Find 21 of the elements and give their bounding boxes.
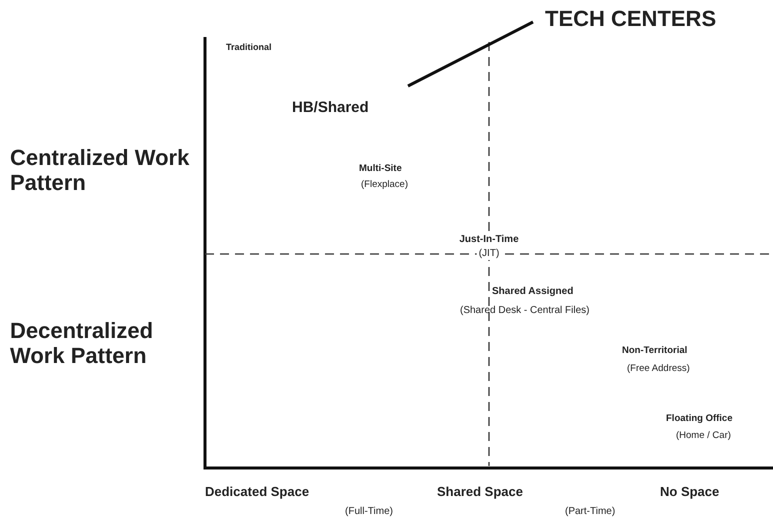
category-label: TECH CENTERS <box>545 6 716 32</box>
axis-tick-label: No Space <box>660 485 720 500</box>
quadrant-label: Traditional <box>226 42 272 52</box>
category-note: (Shared Desk - Central Files) <box>460 305 590 316</box>
category-label: HB/Shared <box>292 99 369 116</box>
category-note: (Flexplace) <box>361 180 408 191</box>
category-label: Just-In-Time <box>457 234 521 246</box>
category-note: (Home / Car) <box>676 431 731 442</box>
axis-title: Centralized Work Pattern <box>10 145 190 196</box>
axis-title: Decentralized Work Pattern <box>10 318 154 369</box>
category-label: Non-Territorial <box>622 346 688 357</box>
category-label: Floating Office <box>666 414 732 425</box>
category-label: Multi-Site <box>359 164 402 175</box>
category-label: Shared Assigned <box>492 286 574 298</box>
category-note: (Free Address) <box>627 364 690 375</box>
axis-tick-label: Shared Space <box>437 485 523 500</box>
axis-note: (Part-Time) <box>565 506 616 518</box>
axis-note: (Full-Time) <box>345 506 393 518</box>
axis-tick-label: Dedicated Space <box>205 485 310 500</box>
category-note: (JIT) <box>476 248 502 260</box>
leader-line <box>407 20 534 88</box>
